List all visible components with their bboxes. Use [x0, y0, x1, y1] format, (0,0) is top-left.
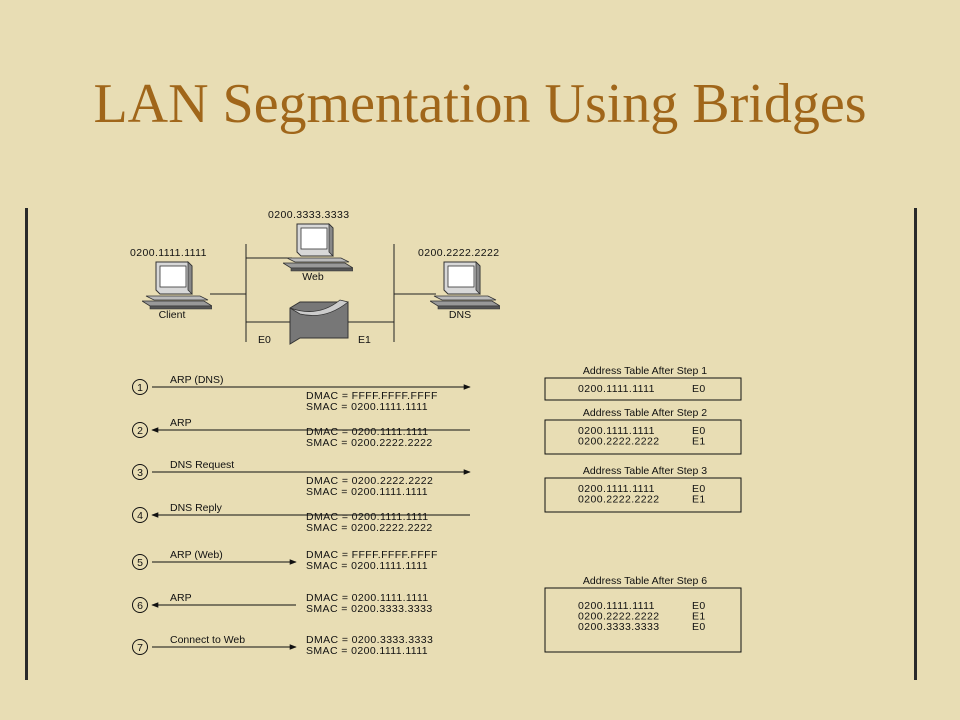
address-table-port: E1	[692, 611, 706, 623]
address-table-1: Address Table After Step 1 0200.1111.1111…	[544, 365, 742, 401]
address-table-port: E0	[692, 600, 706, 612]
address-table-2: Address Table After Step 2 0200.1111.1111…	[544, 407, 742, 455]
address-table-mac: 0200.2222.2222	[578, 436, 660, 448]
address-table-mac: 0200.1111.1111	[578, 600, 655, 612]
address-table-3: Address Table After Step 3 0200.1111.1111…	[544, 465, 742, 513]
address-table-box	[544, 419, 742, 455]
dns-label: DNS	[449, 309, 471, 321]
step-label: ARP	[170, 592, 192, 604]
address-table-title: Address Table After Step 1	[583, 365, 707, 377]
step-number-circle	[132, 639, 148, 655]
step-number-circle	[132, 464, 148, 480]
address-table-title: Address Table After Step 3	[583, 465, 707, 477]
step-dmac: DMAC = 0200.1111.1111	[306, 592, 429, 604]
web-mac-label: 0200.3333.3333	[268, 209, 350, 221]
left-frame-bar	[25, 208, 28, 680]
step-smac: SMAC = 0200.1111.1111	[306, 486, 428, 498]
client-mac-label: 0200.1111.1111	[130, 247, 207, 259]
step-smac: SMAC = 0200.3333.3333	[306, 603, 433, 615]
step-number-circle	[132, 597, 148, 613]
step-dmac: DMAC = 0200.1111.1111	[306, 426, 429, 438]
step-dmac: DMAC = 0200.2222.2222	[306, 475, 433, 487]
step-smac: SMAC = 0200.2222.2222	[306, 437, 433, 449]
address-table-port: E0	[692, 483, 706, 495]
step-number: 2	[137, 425, 143, 437]
address-table-port: E0	[692, 621, 706, 633]
step-label: ARP	[170, 417, 192, 429]
address-table-4: Address Table After Step 6 0200.1111.1111…	[544, 575, 742, 653]
address-table-title: Address Table After Step 2	[583, 407, 707, 419]
step-number: 3	[137, 467, 143, 479]
step-label: DNS Request	[170, 459, 234, 471]
bridge-port-e1-label: E1	[358, 334, 371, 346]
web-pc-icon	[283, 223, 353, 272]
address-table-mac: 0200.1111.1111	[578, 483, 655, 495]
client-label: Client	[159, 309, 186, 321]
step-dmac: DMAC = FFFF.FFFF.FFFF	[306, 549, 438, 561]
slide-title: LAN Segmentation Using Bridges	[93, 73, 867, 135]
address-table-title: Address Table After Step 6	[583, 575, 707, 587]
step-number: 6	[137, 600, 143, 612]
step-smac: SMAC = 0200.1111.1111	[306, 401, 428, 413]
client-pc-icon	[142, 261, 212, 310]
address-table-box	[544, 377, 742, 401]
step-dmac: DMAC = FFFF.FFFF.FFFF	[306, 390, 438, 402]
step-label: ARP (DNS)	[170, 374, 223, 386]
step-number-circle	[132, 379, 148, 395]
address-table-port: E1	[692, 436, 706, 448]
step-7: 7 Connect to Web DMAC = 0200.3333.3333SMAC…	[132, 634, 433, 657]
address-table-mac: 0200.1111.1111	[578, 425, 655, 437]
web-label: Web	[302, 271, 324, 283]
address-table-port: E0	[692, 425, 706, 437]
address-table-port: E0	[692, 383, 706, 395]
address-table-mac: 0200.1111.1111	[578, 383, 655, 395]
address-table-box	[544, 587, 742, 653]
step-number-circle	[132, 554, 148, 570]
step-smac: SMAC = 0200.1111.1111	[306, 560, 428, 572]
step-number: 1	[137, 382, 143, 394]
address-table-mac: 0200.3333.3333	[578, 621, 660, 633]
bridge-port-e0-label: E0	[258, 334, 271, 346]
step-number: 4	[137, 510, 143, 522]
step-number: 7	[137, 642, 143, 654]
address-table-mac: 0200.2222.2222	[578, 494, 660, 506]
step-label: DNS Reply	[170, 502, 223, 514]
step-number: 5	[137, 557, 143, 569]
address-table-box	[544, 477, 742, 513]
address-table-mac: 0200.2222.2222	[578, 611, 660, 623]
dns-pc-icon	[430, 261, 500, 310]
address-tables: Address Table After Step 1 0200.1111.1111…	[544, 365, 742, 653]
step-dmac: DMAC = 0200.3333.3333	[306, 634, 433, 646]
step-smac: SMAC = 0200.1111.1111	[306, 645, 428, 657]
step-smac: SMAC = 0200.2222.2222	[306, 522, 433, 534]
bridge-icon	[289, 299, 349, 345]
step-label: Connect to Web	[170, 634, 245, 646]
step-dmac: DMAC = 0200.1111.1111	[306, 511, 429, 523]
address-table-port: E1	[692, 494, 706, 506]
right-frame-bar	[914, 208, 917, 680]
step-label: ARP (Web)	[170, 549, 223, 561]
dns-mac-label: 0200.2222.2222	[418, 247, 500, 259]
network-topology: 0200.3333.3333 Web 0200.1111.1111 Client…	[130, 209, 500, 346]
step-number-circle	[132, 422, 148, 438]
step-number-circle	[132, 507, 148, 523]
